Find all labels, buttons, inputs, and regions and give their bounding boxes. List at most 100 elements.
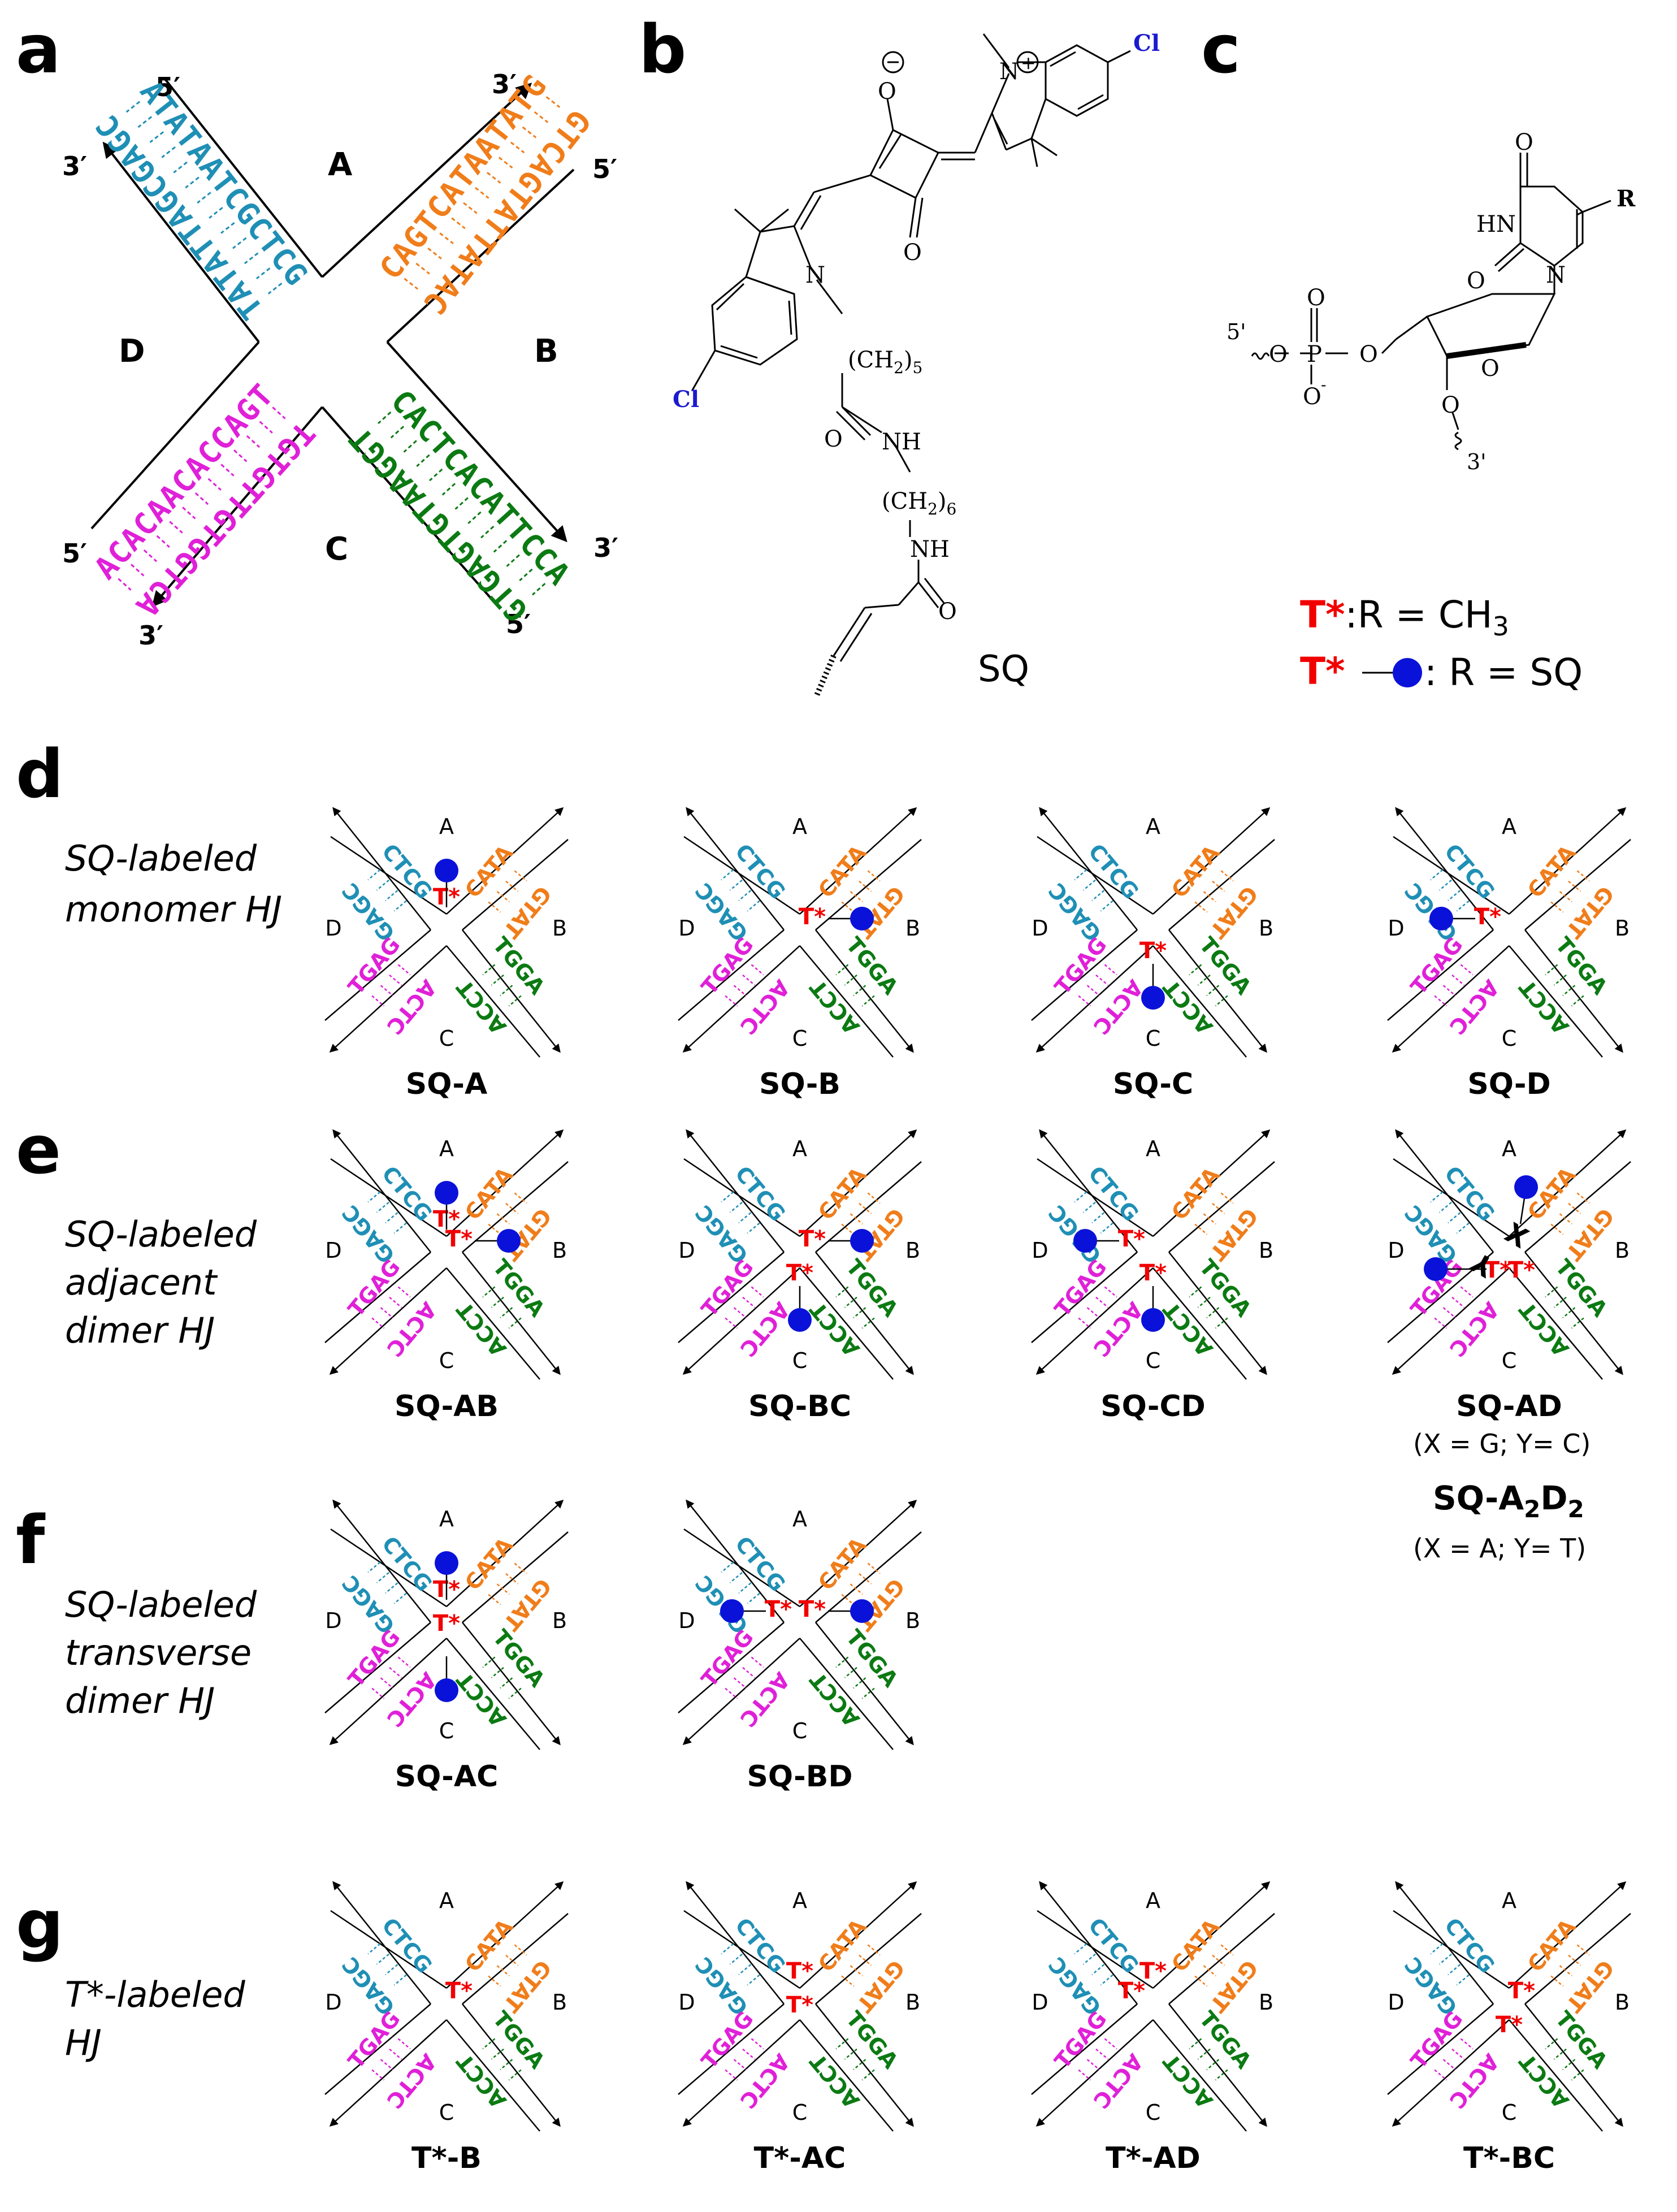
r-group-label: R	[1617, 185, 1636, 212]
oxygen-label: O	[1441, 392, 1460, 418]
strand-line	[682, 1267, 800, 1375]
base-pair-tick	[738, 1212, 752, 1224]
base-pair-tick	[1212, 1202, 1225, 1214]
base-pair-tick	[207, 478, 222, 491]
chlorine-label: Cl	[673, 386, 699, 413]
sq-ad-note-line3: (X = A; Y= T)	[1413, 1533, 1586, 1564]
base-pair-tick	[376, 1201, 389, 1213]
strand-line	[1392, 1267, 1510, 1375]
base-pair-tick	[738, 1582, 752, 1594]
strand-line	[799, 1129, 917, 1237]
sequence-text: CTCG	[1084, 1913, 1143, 1978]
bond	[917, 582, 939, 608]
sq-ad-note-line1: (X = G; Y= C)	[1413, 1429, 1591, 1459]
tstar-label: T*	[765, 1596, 792, 1622]
construct-name: T*-B	[411, 2141, 482, 2175]
strand-line	[330, 1528, 447, 1608]
arm-label-a: A	[439, 814, 454, 839]
bond	[878, 134, 902, 169]
base-pair-tick	[397, 964, 411, 976]
base-pair-tick	[1448, 1212, 1461, 1224]
strand-line	[386, 168, 575, 343]
strand-line	[1524, 2003, 1623, 2127]
base-pair-tick	[1086, 1307, 1100, 1319]
strand-line	[1509, 945, 1603, 1058]
arm-label-d: D	[678, 1238, 695, 1263]
tstar-label: T*	[445, 1978, 473, 2004]
tstar-definition: T*:R = CH3	[1300, 593, 1509, 642]
sequence-text: ACCT	[1158, 975, 1217, 1039]
base-pair-tick	[380, 1677, 393, 1689]
base-pair-tick	[738, 890, 752, 902]
sequence-text: GAGC	[691, 1952, 753, 2020]
arm-label-c: C	[439, 2100, 454, 2125]
base-pair-tick	[272, 406, 286, 419]
bond	[974, 112, 993, 153]
panel-label-b: b	[639, 10, 686, 88]
strand-line	[678, 929, 785, 1021]
base-pair-tick	[844, 1666, 857, 1678]
strand-line	[1524, 1913, 1631, 2005]
bond	[898, 582, 920, 605]
base-pair-tick	[505, 1202, 519, 1214]
base-pair-tick	[389, 974, 402, 986]
base-pair-tick	[125, 101, 141, 113]
strand-line	[1035, 2019, 1154, 2127]
base-pair-tick	[182, 507, 196, 520]
base-pair-tick	[867, 1944, 881, 1956]
strand-line	[324, 1622, 431, 1713]
base-pair-tick	[491, 2048, 504, 2060]
sequence-text: TGAG	[1050, 1254, 1111, 1321]
base-pair-tick	[1104, 2038, 1117, 2050]
bond	[800, 195, 822, 230]
sequence-text: CTCG	[1440, 1161, 1500, 1226]
base-pair-tick	[534, 111, 549, 123]
sequence-text: TGGA	[1194, 2006, 1256, 2074]
strand-line	[1392, 2019, 1510, 2127]
bond	[793, 226, 812, 269]
oxygen-label: O	[1303, 384, 1321, 410]
arm-label-d: D	[1388, 916, 1404, 941]
base-pair-tick	[1430, 1191, 1444, 1203]
bond	[833, 607, 866, 656]
hj-construct-sq-c: ABCDCTCGGAGCCATAGTATTGGAACCTTGAGACTCT*SQ…	[1031, 807, 1275, 1101]
bond	[1031, 137, 1058, 157]
strand-line	[678, 1252, 785, 1343]
sequence-text: CATA	[1167, 840, 1225, 902]
base-pair-tick	[1456, 900, 1470, 912]
strand-line	[329, 945, 447, 1053]
base-pair-tick	[835, 964, 849, 976]
base-pair-tick	[733, 1307, 747, 1319]
strand-line	[1387, 2003, 1494, 2095]
sequence-text: GAGC	[691, 1570, 753, 1638]
bond	[745, 231, 761, 278]
base-pair-tick	[742, 1296, 756, 1308]
strand-line	[1152, 2019, 1247, 2132]
bond	[793, 192, 815, 227]
base-pair-tick	[380, 2059, 393, 2071]
arm-label-b: B	[905, 916, 920, 941]
base-pair-tick	[1194, 1223, 1208, 1235]
sq-dye-icon	[1073, 1229, 1097, 1253]
arm-label-a: A	[1146, 1888, 1160, 1913]
tstar-sq-definition-b: : R = SQ	[1424, 651, 1583, 694]
strand-line	[330, 1158, 447, 1237]
base-pair-tick	[506, 554, 520, 567]
strand-line	[446, 1638, 540, 1750]
base-pair-tick	[1212, 880, 1225, 892]
hj-construct-t*-bc: ABCDCTCGGAGCCATAGTATTGGAACCTTGAGACTCT*T*…	[1387, 1881, 1631, 2175]
base-pair-tick	[454, 497, 469, 510]
strand-line	[102, 141, 260, 343]
base-pair-tick	[1220, 870, 1234, 882]
strand-line	[1039, 807, 1138, 930]
strand-line	[678, 2003, 785, 2095]
tstar-sq-definition-a: T*	[1300, 650, 1345, 693]
construct-name: SQ-AB	[395, 1389, 499, 1423]
arm-label-d: D	[1388, 1990, 1404, 2015]
base-pair-tick	[1220, 1944, 1234, 1956]
base-pair-tick	[367, 1561, 381, 1573]
sequence-text: ACCT	[452, 1668, 511, 1731]
base-pair-tick	[482, 964, 496, 976]
base-pair-tick	[488, 1975, 501, 1987]
base-pair-tick	[1100, 1974, 1113, 1986]
